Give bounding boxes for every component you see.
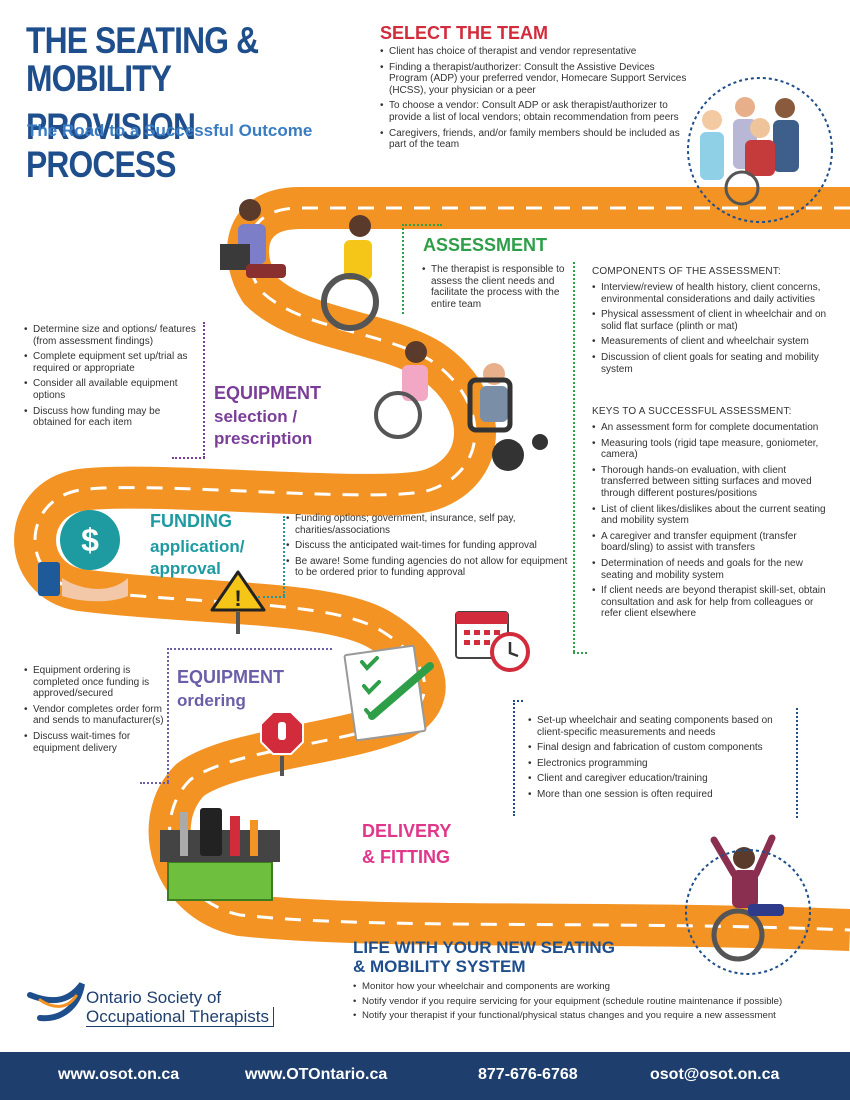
assessment-heading: ASSESSMENT xyxy=(423,235,548,255)
list-item: Be aware! Some funding agencies do not a… xyxy=(286,556,576,579)
ordering-heading-2: ordering xyxy=(177,691,246,710)
list-item: Notify your therapist if your functional… xyxy=(353,1010,833,1022)
title-line-2: PROVISION PROCESS xyxy=(26,106,196,185)
ordering-divider-bottom xyxy=(140,782,169,784)
delivery-list: Set-up wheelchair and seating components… xyxy=(528,715,790,805)
list-item: The therapist is responsible to assess t… xyxy=(422,264,572,310)
delivery-divider xyxy=(513,700,515,816)
life-heading-1: LIFE WITH YOUR NEW SEATING xyxy=(353,938,615,957)
delivery-heading: DELIVERY & FITTING xyxy=(362,820,451,868)
list-item: Vendor completes order form and sends to… xyxy=(24,704,164,727)
footer-bar: www.osot.on.ca www.OTOntario.ca 877-676-… xyxy=(0,1052,850,1100)
list-item: Determination of needs and goals for the… xyxy=(592,558,832,581)
list-item: Discuss wait-times for equipment deliver… xyxy=(24,731,164,754)
list-item: Client has choice of therapist and vendo… xyxy=(380,46,695,58)
list-item: List of client likes/dislikes about the … xyxy=(592,504,832,527)
funding-list: Funding options; government, insurance, … xyxy=(286,513,576,583)
funding-divider-bottom xyxy=(258,596,285,598)
svg-text:$: $ xyxy=(81,522,99,558)
assessment-intro: The therapist is responsible to assess t… xyxy=(422,264,572,314)
select-team-list: Client has choice of therapist and vendo… xyxy=(380,46,695,155)
equipment-selection-heading-3: prescription xyxy=(214,429,313,448)
list-item: Monitor how your wheelchair and componen… xyxy=(353,981,833,993)
website-link-osot[interactable]: www.osot.on.ca xyxy=(58,1066,180,1083)
ordering-divider-top xyxy=(167,648,332,650)
funding-heading-2: application/ xyxy=(150,537,245,556)
delivery-heading-1: DELIVERY xyxy=(362,821,452,841)
life-heading: LIFE WITH YOUR NEW SEATING & MOBILITY SY… xyxy=(353,938,615,976)
assessment-components-heading: COMPONENTS OF THE ASSESSMENT: xyxy=(592,266,781,277)
logo-line-1: Ontario Society of xyxy=(86,988,222,1007)
list-item: Measuring tools (rigid tape measure, gon… xyxy=(592,438,832,461)
assessment-divider xyxy=(402,224,404,314)
logo-line-2: Occupational Therapists xyxy=(86,1007,275,1027)
page-title: THE SEATING & MOBILITY PROVISION PROCESS xyxy=(26,22,318,184)
assessment-keys-list: An assessment form for complete document… xyxy=(592,422,832,624)
equipment-selection-heading: EQUIPMENT selection / prescription xyxy=(214,382,321,450)
assessment-bottom-divider xyxy=(573,652,587,654)
email-link[interactable]: osot@osot.on.ca xyxy=(650,1066,780,1083)
assessment-components-list: Interview/review of health history, clie… xyxy=(592,282,832,379)
svg-text:!: ! xyxy=(234,586,241,611)
list-item: Caregivers, friends, and/or family membe… xyxy=(380,128,695,151)
life-list: Monitor how your wheelchair and componen… xyxy=(353,981,833,1025)
list-item: A caregiver and transfer equipment (tran… xyxy=(592,531,832,554)
ordering-heading: EQUIPMENT ordering xyxy=(177,666,284,712)
list-item: Physical assessment of client in wheelch… xyxy=(592,309,832,332)
title-line-1: THE SEATING & MOBILITY xyxy=(26,20,259,99)
list-item: To choose a vendor: Consult ADP or ask t… xyxy=(380,100,695,123)
assessment-keys-heading: KEYS TO A SUCCESSFUL ASSESSMENT: xyxy=(592,406,792,417)
list-item: Equipment ordering is completed once fun… xyxy=(24,665,164,700)
list-item: Funding options; government, insurance, … xyxy=(286,513,576,536)
page-subtitle: The Road to a Successful Outcome xyxy=(27,121,313,140)
list-item: Finding a therapist/authorizer: Consult … xyxy=(380,62,695,97)
ordering-divider xyxy=(167,648,169,782)
website-link-otontario[interactable]: www.OTOntario.ca xyxy=(245,1066,388,1083)
list-item: More than one session is often required xyxy=(528,789,790,801)
equipment-selection-list: Determine size and options/ features (fr… xyxy=(24,324,196,433)
equipment-selection-heading-2: selection / xyxy=(214,407,298,426)
phone-number[interactable]: 877-676-6768 xyxy=(478,1066,578,1083)
list-item: Discuss how funding may be obtained for … xyxy=(24,406,196,429)
list-item: Electronics programming xyxy=(528,758,790,770)
assessment-divider-top xyxy=(402,224,442,226)
delivery-divider-top xyxy=(513,700,523,702)
funding-heading-3: approval xyxy=(150,559,221,578)
ordering-list: Equipment ordering is completed once fun… xyxy=(24,665,164,758)
list-item: Discuss the anticipated wait-times for f… xyxy=(286,540,576,552)
osot-logo: Ontario Society of Occupational Therapis… xyxy=(86,988,275,1027)
list-item: Interview/review of health history, clie… xyxy=(592,282,832,305)
delivery-divider-right xyxy=(796,708,798,818)
list-item: If client needs are beyond therapist ski… xyxy=(592,585,832,620)
select-team-heading: SELECT THE TEAM xyxy=(380,23,549,43)
funding-heading-1: FUNDING xyxy=(150,511,232,531)
list-item: Measurements of client and wheelchair sy… xyxy=(592,336,832,348)
funding-heading: FUNDING application/ approval xyxy=(150,510,244,580)
equipment-selection-divider-bottom xyxy=(172,457,205,459)
list-item: Client and caregiver education/training xyxy=(528,773,790,785)
list-item: Thorough hands-on evaluation, with clien… xyxy=(592,465,832,500)
list-item: Discussion of client goals for seating a… xyxy=(592,352,832,375)
list-item: Set-up wheelchair and seating components… xyxy=(528,715,790,738)
life-heading-2: & MOBILITY SYSTEM xyxy=(353,957,526,976)
assessment-right-divider xyxy=(573,262,575,652)
ordering-heading-1: EQUIPMENT xyxy=(177,667,285,687)
equipment-selection-divider xyxy=(203,322,205,458)
list-item: Determine size and options/ features (fr… xyxy=(24,324,196,347)
equipment-selection-heading-1: EQUIPMENT xyxy=(214,383,322,403)
list-item: An assessment form for complete document… xyxy=(592,422,832,434)
list-item: Final design and fabrication of custom c… xyxy=(528,742,790,754)
list-item: Notify vendor if you require servicing f… xyxy=(353,996,833,1008)
funding-divider xyxy=(283,516,285,596)
list-item: Complete equipment set up/trial as requi… xyxy=(24,351,196,374)
delivery-heading-2: & FITTING xyxy=(362,847,450,867)
list-item: Consider all available equipment options xyxy=(24,378,196,401)
